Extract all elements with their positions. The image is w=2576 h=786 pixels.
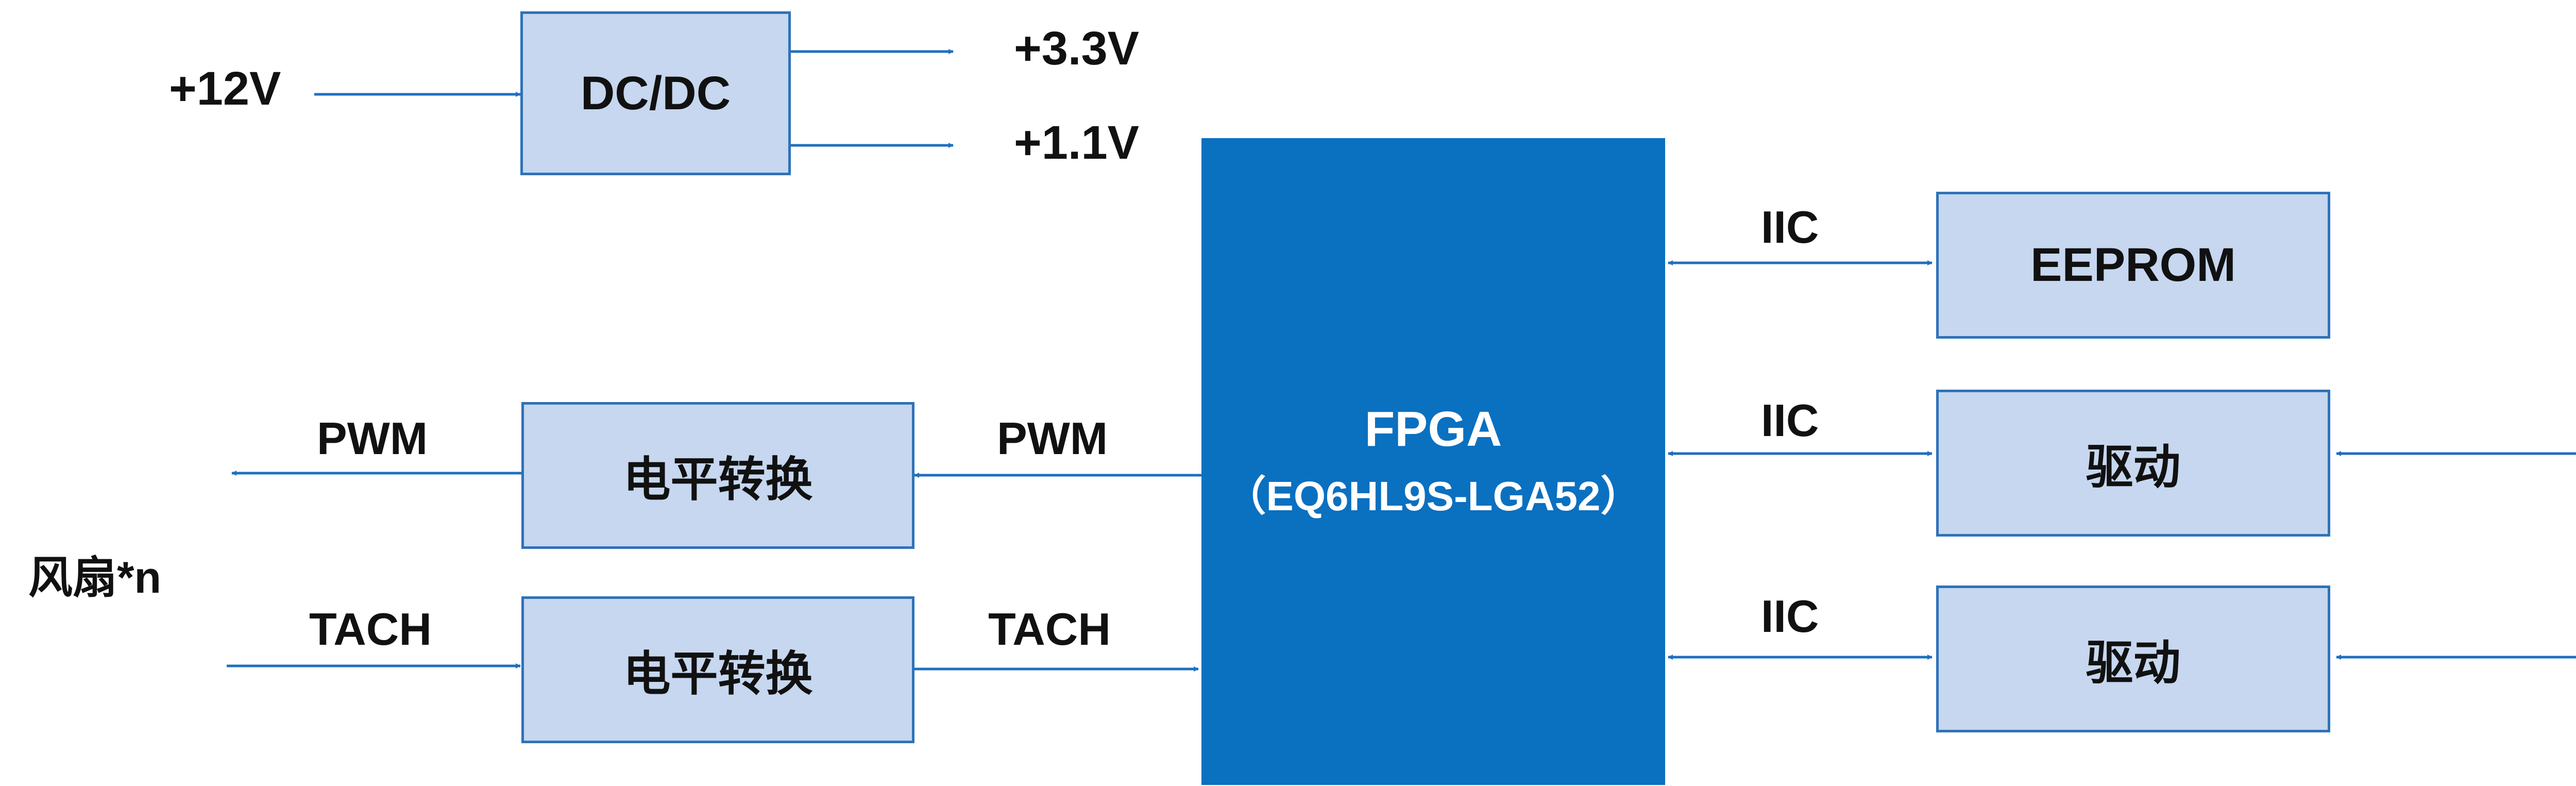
level-shift-pwm-label: 电平转换: [623, 454, 813, 506]
fpga-part-number: （EQ6HL9S-LGA52）: [1225, 473, 1642, 519]
fpga-block: FPGA （EQ6HL9S-LGA52）: [1201, 138, 1665, 785]
iic-label-eeprom: IIC: [1761, 202, 1819, 253]
eeprom-label: EEPROM: [2030, 239, 2236, 291]
iic-label-driver1: IIC: [1761, 395, 1819, 446]
driver-block-1: 驱动: [1936, 390, 2330, 537]
fpga-tach-label: TACH: [988, 604, 1111, 655]
fpga-name: FPGA: [1364, 401, 1502, 457]
fan-label: 风扇*n: [28, 553, 161, 603]
dcdc-block: DC/DC: [520, 11, 791, 175]
level-shift-tach-label: 电平转换: [623, 648, 813, 700]
iic-label-driver2: IIC: [1761, 591, 1819, 642]
fan-tach-label: TACH: [309, 604, 432, 655]
dcdc-label: DC/DC: [580, 66, 731, 120]
driver-1-label: 驱动: [2086, 441, 2181, 494]
driver-2-label: 驱动: [2086, 637, 2181, 690]
driver-block-2: 驱动: [1936, 586, 2330, 732]
fan-pwm-label: PWM: [317, 413, 428, 464]
output-1v1-label: +1.1V: [1014, 116, 1139, 169]
level-shift-block-pwm: 电平转换: [521, 402, 914, 549]
level-shift-block-tach: 电平转换: [521, 596, 914, 743]
eeprom-block: EEPROM: [1936, 192, 2330, 339]
input-12v-label: +12V: [169, 62, 281, 115]
output-3v3-label: +3.3V: [1014, 22, 1139, 75]
fpga-pwm-label: PWM: [997, 413, 1108, 464]
